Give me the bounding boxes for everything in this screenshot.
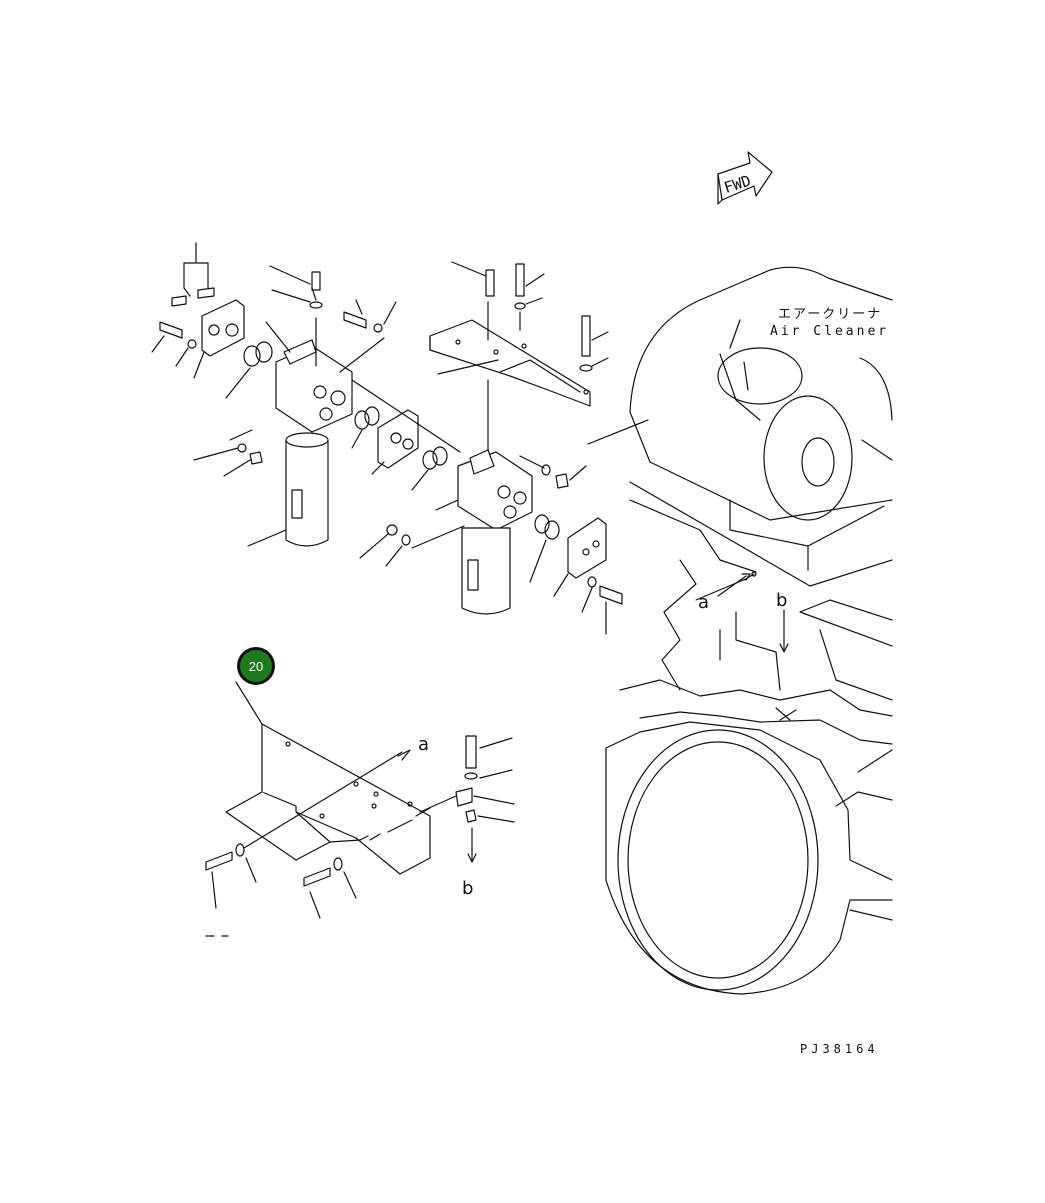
front-bracket-assembly: [151, 242, 273, 399]
part-number-badge[interactable]: 20: [235, 647, 275, 725]
clamp-assembly: b: [419, 735, 515, 899]
callout-a-top: a: [698, 573, 751, 613]
air-cleaner-body: エアークリーナ Air Cleaner: [629, 266, 893, 521]
left-filter-head: [265, 265, 397, 433]
right-end-cover: [359, 514, 623, 635]
part-badge-fill: [240, 650, 272, 682]
center-support-bracket: [429, 261, 649, 445]
left-filter-cartridge: [193, 429, 329, 547]
cover-plate: a: [225, 723, 431, 875]
engine-frame: [619, 481, 893, 807]
callout-a-top-label: a: [698, 592, 709, 613]
fwd-arrow-icon: FWD: [717, 151, 773, 205]
callout-b-top: b: [776, 590, 789, 653]
middle-cover-plate: [351, 379, 461, 491]
callout-b-bottom-label: b: [462, 878, 473, 899]
callout-b-top-label: b: [776, 590, 787, 611]
flywheel-housing: [605, 721, 893, 995]
part-badge-number: 20: [249, 659, 263, 674]
air-cleaner-en-label: Air Cleaner: [770, 324, 889, 339]
right-filter-head: [435, 379, 587, 615]
air-cleaner-jp-label: エアークリーナ: [778, 307, 882, 322]
drawing-number: PJ38164: [800, 1042, 879, 1056]
cover-bolts: [205, 843, 357, 937]
callout-a-bottom-label: a: [418, 734, 429, 755]
